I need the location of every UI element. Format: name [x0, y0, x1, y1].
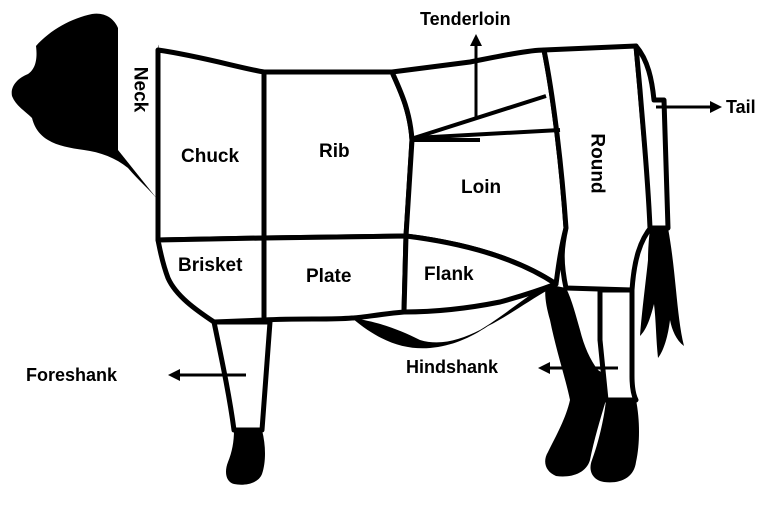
- label-brisket: Brisket: [178, 256, 242, 275]
- label-flank: Flank: [424, 265, 474, 284]
- label-rib: Rib: [319, 142, 350, 161]
- region-brisket: [158, 238, 264, 322]
- region-hindshank: [600, 290, 636, 400]
- label-plate: Plate: [306, 267, 351, 286]
- label-loin: Loin: [461, 178, 501, 197]
- region-chuck: [158, 50, 264, 240]
- front-hoof: [226, 430, 265, 485]
- label-neck: Neck: [131, 66, 150, 114]
- label-foreshank: Foreshank: [26, 366, 117, 384]
- label-round: Round: [588, 133, 607, 195]
- label-hindshank: Hindshank: [406, 358, 498, 376]
- label-tenderloin: Tenderloin: [420, 10, 511, 28]
- label-tail: Tail: [726, 98, 756, 116]
- tail-tuft: [640, 228, 684, 358]
- label-chuck: Chuck: [181, 147, 239, 166]
